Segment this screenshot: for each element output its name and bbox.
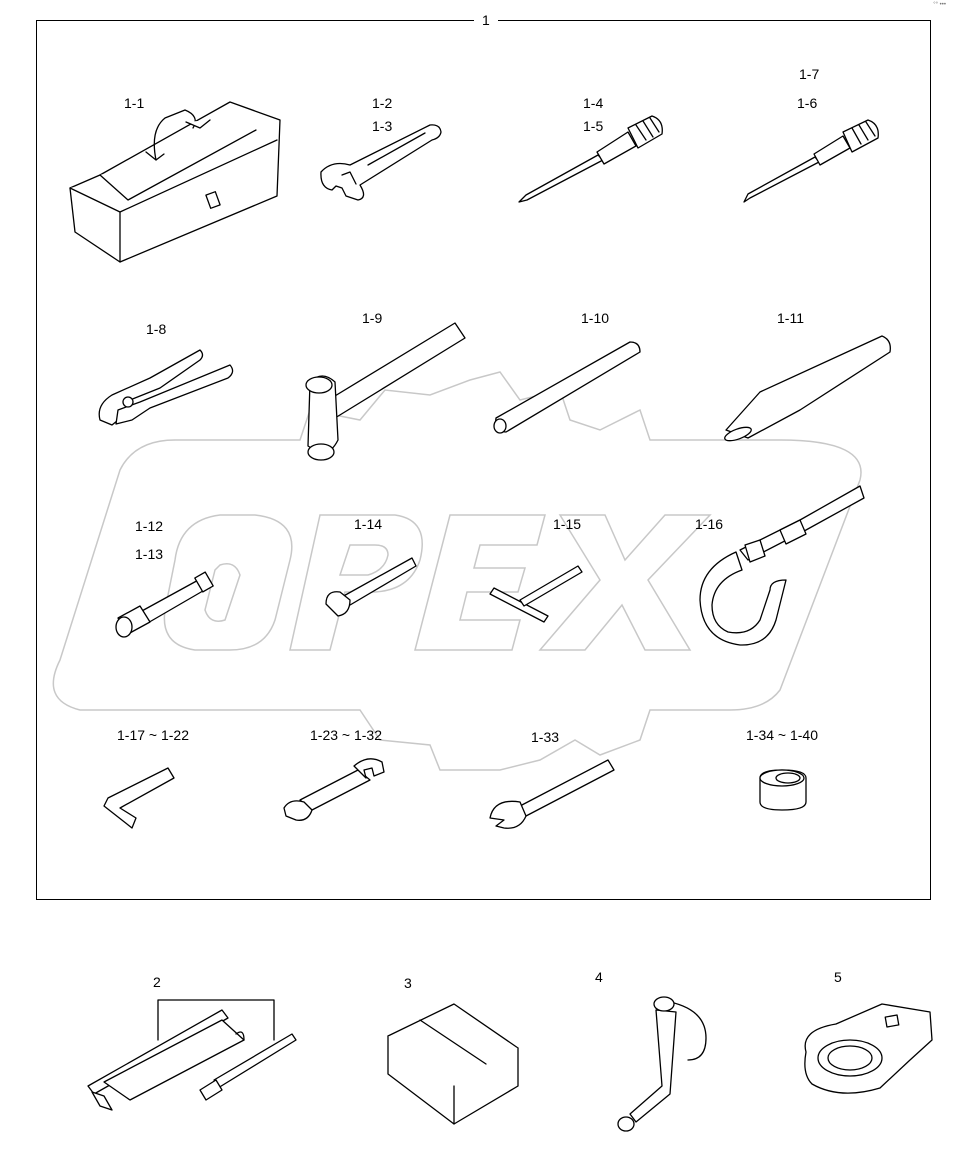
screwdriver-small-icon — [743, 119, 879, 203]
callout-4: 4 — [595, 969, 603, 985]
socket-icon — [759, 769, 807, 811]
single-open-wrench-icon — [489, 759, 615, 829]
pliers-icon — [98, 349, 234, 426]
callout-1-11: 1-11 — [777, 310, 804, 326]
frame-label: 1 — [474, 12, 498, 28]
hex-key-icon — [103, 767, 175, 829]
pipe-icon — [724, 335, 891, 442]
callout-1-33: 1-33 — [531, 729, 560, 745]
grease-gun-icon — [87, 999, 297, 1111]
screwdriver-icon — [518, 115, 663, 203]
callout-1-5: 1-5 — [583, 118, 604, 134]
callout-5: 5 — [834, 969, 842, 985]
callout-1-7: 1-7 — [799, 66, 820, 82]
callout-1-16: 1-16 — [695, 516, 724, 532]
callout-1-2: 1-2 — [372, 95, 393, 111]
callout-1-15: 1-15 — [553, 516, 582, 532]
corner-mark: °° ••• — [933, 2, 946, 8]
callout-1-1: 1-1 — [124, 95, 145, 111]
package-box-icon — [387, 1003, 519, 1125]
callout-1-6: 1-6 — [797, 95, 818, 111]
double-open-wrench-icon — [283, 758, 385, 821]
callout-1-34-1-40: 1-34 ~ 1-40 — [746, 727, 818, 743]
filter-wrench-icon — [699, 485, 865, 646]
callout-1-23-1-32: 1-23 ~ 1-32 — [310, 727, 382, 743]
callout-1-13: 1-13 — [135, 546, 164, 562]
callout-1-14: 1-14 — [354, 516, 383, 532]
adjustable-wrench-icon — [320, 124, 442, 201]
ratchet-handle-icon — [325, 557, 417, 617]
callout-1-9: 1-9 — [362, 310, 383, 326]
steel-bar-icon — [493, 341, 641, 434]
socket-extension-icon — [115, 571, 214, 638]
callout-1-4: 1-4 — [583, 95, 604, 111]
t-wrench-icon — [489, 565, 583, 623]
callout-1-12: 1-12 — [135, 518, 164, 534]
callout-1-3: 1-3 — [372, 118, 393, 134]
callout-2: 2 — [153, 974, 161, 990]
bent-tube-key-icon — [617, 996, 707, 1132]
ring-spanner-icon — [804, 1003, 933, 1094]
callout-1-10: 1-10 — [581, 310, 610, 326]
hammer-icon — [305, 322, 466, 461]
callout-1-8: 1-8 — [146, 321, 167, 337]
toolbox-icon — [69, 101, 281, 263]
callout-1-17-1-22: 1-17 ~ 1-22 — [117, 727, 189, 743]
callout-3: 3 — [404, 975, 412, 991]
